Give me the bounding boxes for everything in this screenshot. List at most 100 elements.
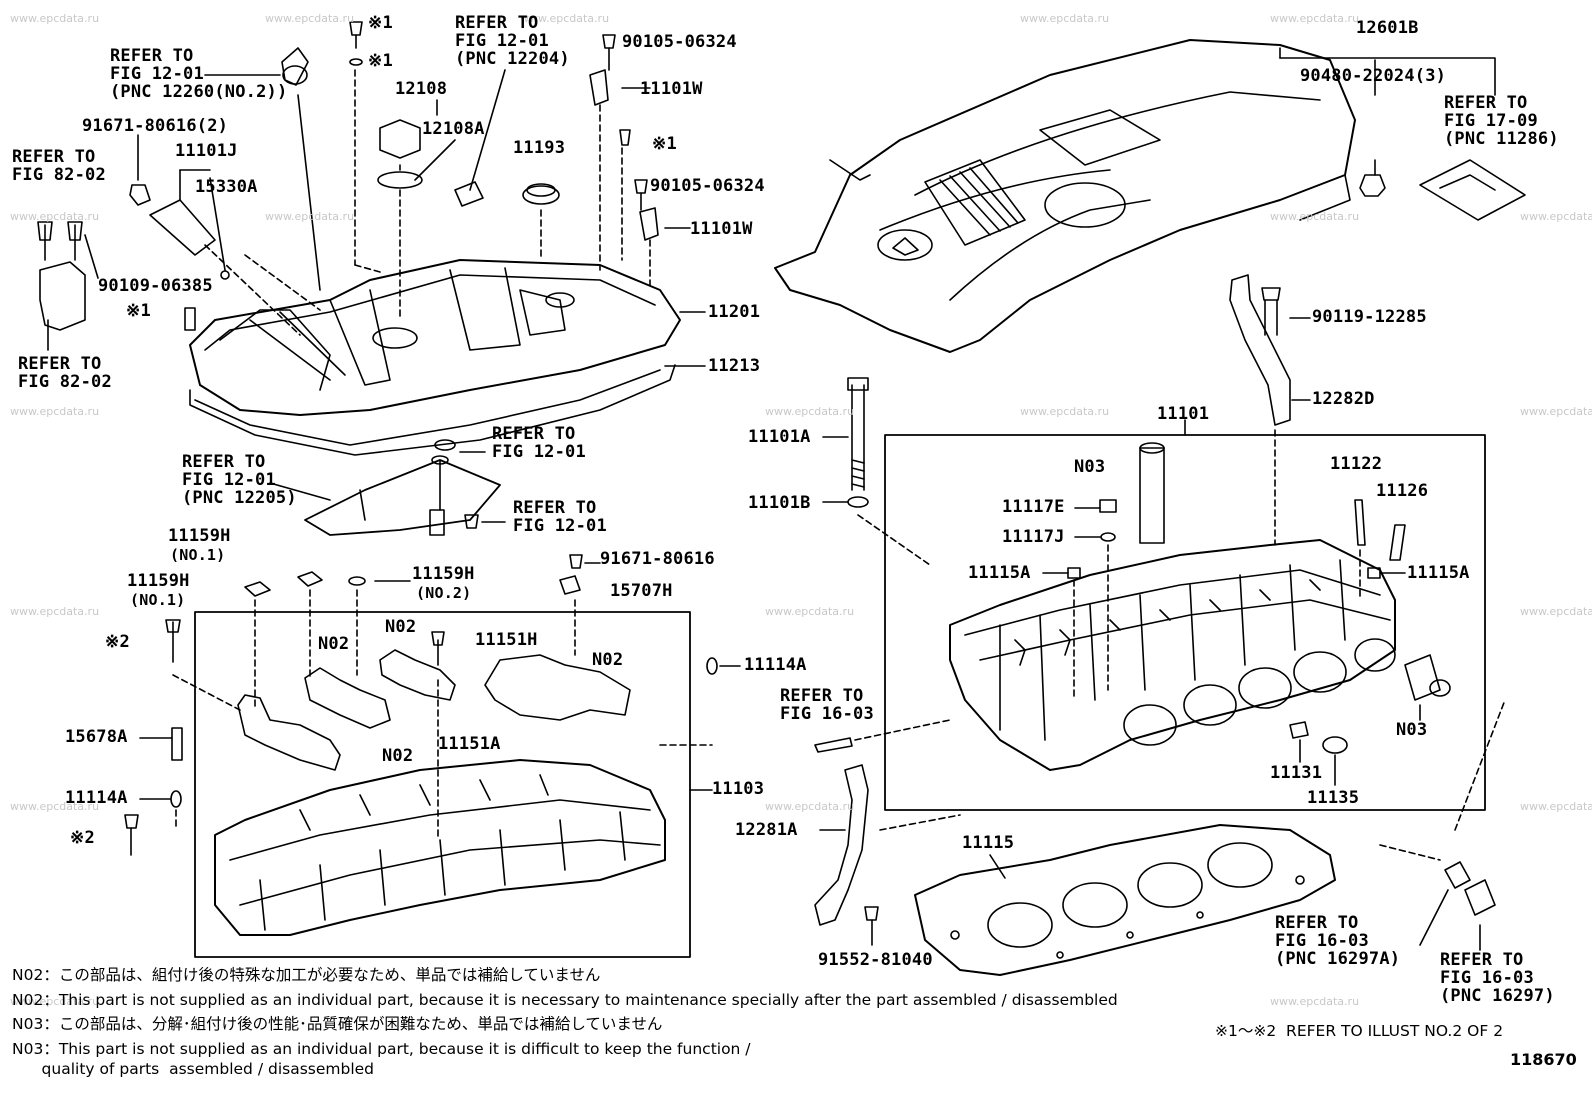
watermark: www.epcdata.ru <box>520 12 610 25</box>
callout-part-91671-80616-2[interactable]: 91671-80616(2) <box>82 116 229 136</box>
callout-part-11151h[interactable]: 11151H <box>475 630 538 650</box>
callout-part-11103[interactable]: 11103 <box>712 779 765 799</box>
callout-part-11101j[interactable]: 11101J <box>175 141 238 161</box>
callout-part-11131[interactable]: 11131 <box>1270 763 1323 783</box>
callout-part-12108[interactable]: 12108 <box>395 79 448 99</box>
callout-part-90480-22024[interactable]: 90480-22024(3) <box>1300 66 1447 86</box>
callout-mark-1: ※1 <box>652 134 677 154</box>
callout-part-11101w[interactable]: 11101W <box>690 219 753 239</box>
callout-part-11159h-sub: (NO.1) <box>130 591 186 609</box>
callout-part-15678a[interactable]: 15678A <box>65 727 128 747</box>
callout-mark-1: ※1 <box>126 301 151 321</box>
callout-part-90105-06324[interactable]: 90105-06324 <box>622 32 737 52</box>
callout-part-11114a[interactable]: 11114A <box>65 788 128 808</box>
watermark: www.epcdata.ru <box>1270 995 1360 1008</box>
note-n02-japanese: N02：この部品は、組付け後の特殊な加工が必要なため、単品では補給していません <box>12 966 601 984</box>
watermark: www.epcdata.ru <box>1020 405 1110 418</box>
engine-cover-drawing <box>774 39 1356 353</box>
callout-part-11159h[interactable]: 11159H <box>412 564 475 584</box>
watermark: www.epcdata.ru <box>1520 405 1592 418</box>
callout-refer-fig-82-02[interactable]: REFER TO FIG 82-02 <box>12 147 106 185</box>
callout-part-90109-06385[interactable]: 90109-06385 <box>98 276 213 296</box>
callout-mark-2: ※2 <box>105 632 130 652</box>
callout-refer-fig-16-03[interactable]: REFER TO FIG 16-03 (PNC 16297A) <box>1275 913 1401 969</box>
valve-cover-drawing <box>189 259 681 456</box>
callout-part-15330a[interactable]: 15330A <box>195 177 258 197</box>
callout-part-11159h[interactable]: 11159H <box>127 571 190 591</box>
callout-n02[interactable]: N02 <box>382 746 414 766</box>
watermark: www.epcdata.ru <box>1270 210 1360 223</box>
callout-part-90119-12285[interactable]: 90119-12285 <box>1312 307 1427 327</box>
callout-part-11101a[interactable]: 11101A <box>748 427 811 447</box>
callout-part-11151a[interactable]: 11151A <box>438 734 501 754</box>
callout-refer-fig-12-01[interactable]: REFER TO FIG 12-01 <box>513 498 607 536</box>
callout-part-11101[interactable]: 11101 <box>1157 404 1210 424</box>
watermark: www.epcdata.ru <box>10 800 100 813</box>
callout-part-11101w[interactable]: 11101W <box>640 79 703 99</box>
callout-refer-fig-12-01[interactable]: REFER TO FIG 12-01 (PNC 12205) <box>182 452 297 508</box>
illustration-reference-note: ※1～※2 REFER TO ILLUST NO.2 OF 2 <box>1215 1022 1504 1040</box>
callout-part-11117e[interactable]: 11117E <box>1002 497 1065 517</box>
callout-part-11135[interactable]: 11135 <box>1307 788 1360 808</box>
callout-part-15707h[interactable]: 15707H <box>610 581 673 601</box>
watermark: www.epcdata.ru <box>10 210 100 223</box>
watermark: www.epcdata.ru <box>265 12 355 25</box>
watermark: www.epcdata.ru <box>1520 800 1592 813</box>
watermark: www.epcdata.ru <box>1270 12 1360 25</box>
callout-part-11101b[interactable]: 11101B <box>748 493 811 513</box>
callout-n02[interactable]: N02 <box>318 634 350 654</box>
callout-refer-fig-17-09[interactable]: REFER TO FIG 17-09 (PNC 11286) <box>1444 93 1559 149</box>
callout-refer-fig-12-01[interactable]: REFER TO FIG 12-01 (PNC 12204) <box>455 13 570 69</box>
watermark: www.epcdata.ru <box>10 995 100 1008</box>
callout-part-12282d[interactable]: 12282D <box>1312 389 1375 409</box>
watermark: www.epcdata.ru <box>10 405 100 418</box>
figure-number: 118670 <box>1510 1050 1577 1069</box>
callout-part-11159h[interactable]: 11159H <box>168 526 231 546</box>
callout-mark-1: ※1 <box>368 13 393 33</box>
callout-part-11115a[interactable]: 11115A <box>968 563 1031 583</box>
callout-part-11114a[interactable]: 11114A <box>744 655 807 675</box>
callout-part-11159h-sub: (NO.1) <box>170 546 226 564</box>
watermark: www.epcdata.ru <box>1020 12 1110 25</box>
callout-part-11122[interactable]: 11122 <box>1330 454 1383 474</box>
note-n03-japanese: N03：この部品は、分解･組付け後の性能･品質確保が困難なため、単品では補給して… <box>12 1015 663 1033</box>
callout-mark-1: ※1 <box>368 51 393 71</box>
callout-part-91671-80616[interactable]: 91671-80616 <box>600 549 715 569</box>
callout-refer-fig-12-01[interactable]: REFER TO FIG 12-01 (PNC 12260(NO.2)) <box>110 46 288 102</box>
note-n03-english: N03：This part is not supplied as an indi… <box>12 1040 751 1058</box>
callout-part-11159h-sub: (NO.2) <box>416 584 472 602</box>
watermark: www.epcdata.ru <box>765 605 855 618</box>
callout-part-11115[interactable]: 11115 <box>962 833 1015 853</box>
callout-part-12108a[interactable]: 12108A <box>422 119 485 139</box>
callout-mark-2: ※2 <box>70 828 95 848</box>
watermark: www.epcdata.ru <box>1520 210 1592 223</box>
callout-refer-fig-16-03[interactable]: REFER TO FIG 16-03 (PNC 16297) <box>1440 950 1555 1006</box>
note-n03-english-cont: quality of parts assembled / disassemble… <box>12 1060 375 1078</box>
callout-part-11201[interactable]: 11201 <box>708 302 761 322</box>
callout-n02[interactable]: N02 <box>592 650 624 670</box>
callout-part-91552-81040[interactable]: 91552-81040 <box>818 950 933 970</box>
watermark: www.epcdata.ru <box>10 12 100 25</box>
callout-n03[interactable]: N03 <box>1074 457 1106 477</box>
callout-part-90105-06324[interactable]: 90105-06324 <box>650 176 765 196</box>
callout-refer-fig-82-02[interactable]: REFER TO FIG 82-02 <box>18 354 112 392</box>
callout-part-12281a[interactable]: 12281A <box>735 820 798 840</box>
callout-part-11117j[interactable]: 11117J <box>1002 527 1065 547</box>
watermark: www.epcdata.ru <box>765 405 855 418</box>
callout-part-11126[interactable]: 11126 <box>1376 481 1429 501</box>
callout-part-11193[interactable]: 11193 <box>513 138 566 158</box>
watermark: www.epcdata.ru <box>10 605 100 618</box>
callout-n03[interactable]: N03 <box>1396 720 1428 740</box>
callout-refer-fig-12-01[interactable]: REFER TO FIG 12-01 <box>492 424 586 462</box>
callout-part-11115a[interactable]: 11115A <box>1407 563 1470 583</box>
callout-part-11213[interactable]: 11213 <box>708 356 761 376</box>
watermark: www.epcdata.ru <box>765 800 855 813</box>
watermark: www.epcdata.ru <box>265 210 355 223</box>
callout-part-12601b[interactable]: 12601B <box>1356 18 1419 38</box>
note-n02-english: N02：This part is not supplied as an indi… <box>12 991 1118 1009</box>
callout-refer-fig-16-03[interactable]: REFER TO FIG 16-03 <box>780 686 874 724</box>
camshaft-housing-box <box>194 611 691 958</box>
callout-n02[interactable]: N02 <box>385 617 417 637</box>
